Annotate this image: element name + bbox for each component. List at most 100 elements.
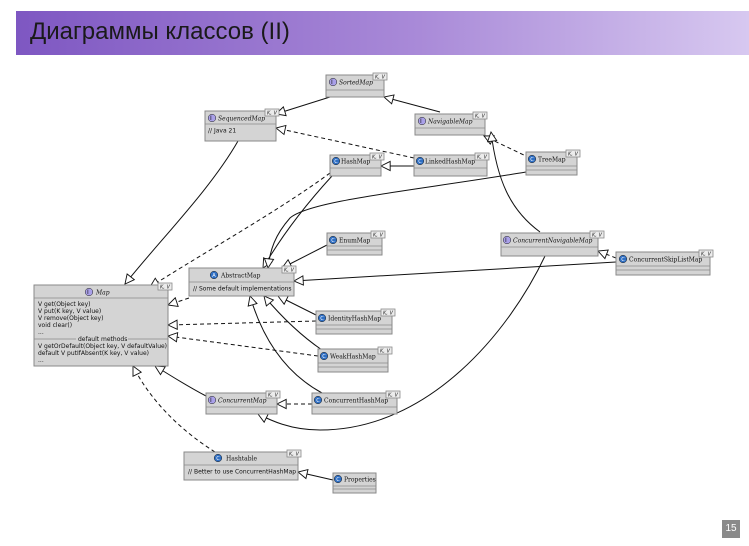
svg-text:I: I	[331, 79, 333, 86]
edge-linkedhashmap-sequencedmap	[276, 128, 415, 159]
class-icon	[213, 453, 223, 463]
edge-concurrenthashmap-abstractmap	[250, 296, 323, 394]
class-icon	[317, 313, 327, 323]
node-label: TreeMap	[538, 157, 566, 164]
svg-text:C: C	[216, 456, 220, 462]
edge-properties-hashtable	[298, 472, 334, 481]
node-concurrentskiplistmap: K, V C ConcurrentSkipListMap	[615, 249, 714, 276]
node-label: ConcurrentSkipListMap	[629, 257, 702, 264]
map-default-member: ...	[38, 357, 44, 364]
edges	[125, 96, 617, 481]
svg-text:I: I	[210, 397, 212, 404]
edge-identityhashmap-map	[168, 321, 317, 325]
edge-concurrentnavigablemap-navigablemap	[491, 132, 541, 233]
node-enummap: K, V C EnumMap	[326, 230, 386, 256]
class-icon	[331, 156, 341, 166]
svg-text:K, V: K, V	[388, 393, 398, 399]
svg-text:K, V: K, V	[375, 75, 385, 81]
svg-text:C: C	[331, 238, 335, 244]
class-icon	[313, 395, 323, 405]
node-label: ConcurrentMap	[218, 398, 267, 405]
class-icon	[527, 154, 537, 164]
map-default-member: default V putIfAbsent(K key, V value)	[38, 350, 149, 357]
slide-title: Диаграммы классов (II)	[30, 18, 290, 45]
node-abstractmap: K, V A AbstractMap // Some default imple…	[188, 265, 297, 297]
node-sortedmap: K, V I SortedMap	[325, 72, 388, 98]
svg-text:K, V: K, V	[268, 393, 278, 399]
svg-text:K, V: K, V	[372, 155, 382, 161]
edge-concurrentmap-map	[155, 366, 207, 397]
node-hashmap: K, V C HashMap	[329, 152, 385, 177]
edge-hashmap-abstractmap	[263, 175, 333, 268]
svg-text:A: A	[212, 273, 216, 279]
node-treemap: K, V C TreeMap	[525, 149, 581, 176]
edge-treemap-navigablemap	[484, 136, 531, 159]
node-label: SequencedMap	[218, 116, 265, 123]
svg-text:K, V: K, V	[160, 285, 170, 291]
map-member: V put(K key, V value)	[38, 308, 101, 315]
svg-text:K, V: K, V	[284, 268, 294, 274]
node-map: K, V I Map V get(Object key) V put(K key…	[33, 282, 173, 367]
edge-hashtable-map	[133, 366, 216, 453]
node-label: EnumMap	[339, 238, 371, 245]
node-label: Properties	[344, 477, 376, 484]
class-icon	[328, 235, 338, 245]
edge-hashmap-map	[150, 172, 331, 287]
class-icon	[415, 156, 425, 166]
node-sequencedmap: K, V I SequencedMap // Java 21	[204, 108, 280, 142]
map-default-member: V getOrDefault(Object key, V defaultValu…	[38, 343, 167, 350]
edge-enummap-abstractmap	[282, 244, 328, 268]
interface-icon	[84, 287, 94, 297]
svg-text:I: I	[420, 118, 422, 125]
node-concurrentmap: K, V I ConcurrentMap	[205, 390, 281, 415]
slide-title-bar: Диаграммы классов (II)	[16, 11, 749, 55]
interface-icon	[417, 116, 427, 126]
edge-identityhashmap-abstractmap	[278, 296, 319, 317]
node-label: Hashtable	[226, 456, 258, 463]
map-member: void clear()	[38, 322, 72, 329]
svg-text:K, V: K, V	[373, 233, 383, 239]
node-concurrenthashmap: K, V C ConcurrentHashMap	[311, 390, 401, 415]
node-properties: C Properties	[332, 472, 377, 494]
node-label: LinkedHashMap	[425, 159, 475, 166]
svg-text:I: I	[210, 115, 212, 122]
interface-icon	[328, 77, 338, 87]
node-label: ConcurrentNavigableMap	[513, 238, 592, 245]
edge-skiplistmap-abstractmap	[294, 261, 617, 281]
svg-text:C: C	[334, 159, 338, 165]
node-concurrentnavigablemap: K, V I ConcurrentNavigableMap	[500, 230, 605, 257]
node-note: // Java 21	[208, 128, 236, 135]
class-icon	[333, 474, 343, 484]
node-label: ConcurrentHashMap	[324, 398, 388, 405]
svg-text:I: I	[87, 289, 89, 296]
edge-abstractmap-map	[168, 298, 190, 305]
svg-text:C: C	[418, 159, 422, 165]
edge-weakhashmap-map	[168, 336, 319, 357]
node-label: WeakHashMap	[330, 354, 376, 361]
edge-sortedmap-sequencedmap	[276, 96, 331, 114]
node-hashtable: K, V C Hashtable // Better to use Concur…	[183, 449, 302, 481]
svg-text:C: C	[322, 354, 326, 360]
node-label: NavigableMap	[427, 119, 473, 126]
edge-sequencedmap-map	[125, 140, 239, 284]
svg-text:K, V: K, V	[383, 311, 393, 317]
edge-concurrentnavigablemap-concurrentmap	[258, 255, 546, 431]
node-label: Map	[95, 290, 110, 297]
edge-treemap-abstractmap	[268, 171, 527, 268]
node-label: IdentityHashMap	[328, 316, 381, 323]
svg-text:C: C	[320, 316, 324, 322]
edge-skiplistmap-concurrentnavigablemap	[598, 251, 617, 258]
node-note: // Better to use ConcurrentHashMap	[188, 469, 296, 476]
svg-text:C: C	[621, 257, 625, 263]
node-navigablemap: K, V I NavigableMap	[414, 111, 488, 136]
node-note: // Some default implementations	[193, 286, 292, 293]
node-linkedhashmap: K, V C LinkedHashMap	[413, 152, 490, 177]
svg-text:K, V: K, V	[380, 349, 390, 355]
svg-text:K, V: K, V	[568, 152, 578, 158]
interface-icon	[207, 395, 217, 405]
page-number: 15	[722, 520, 740, 538]
edge-navigablemap-sortedmap	[384, 97, 441, 113]
svg-text:K, V: K, V	[475, 114, 485, 120]
interface-icon	[502, 235, 512, 245]
svg-text:K, V: K, V	[267, 111, 277, 117]
